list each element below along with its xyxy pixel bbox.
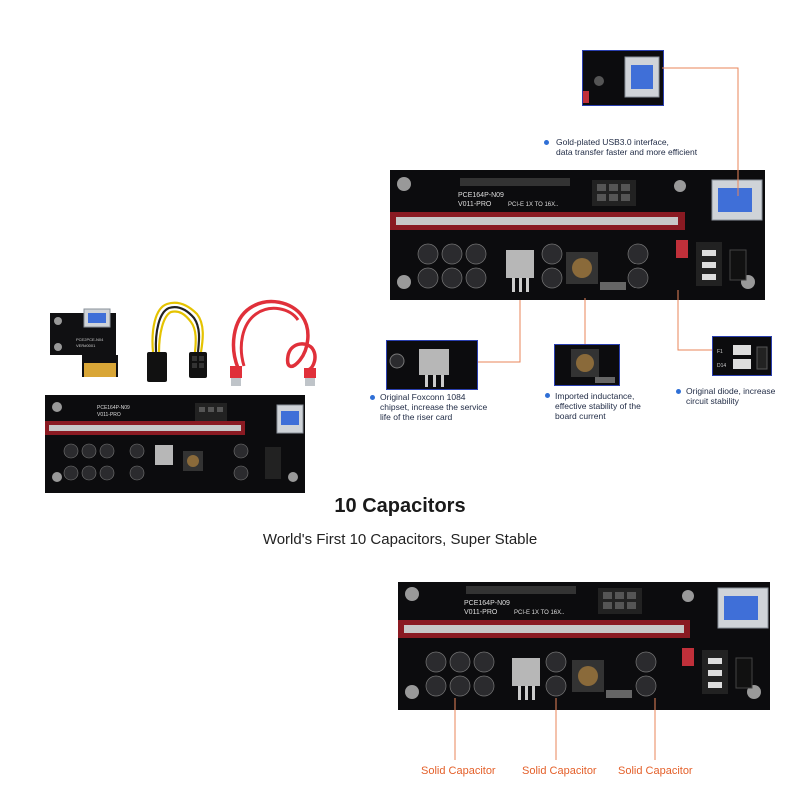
board-desc-text-bottom: PCI-E 1X TO 16X.. (514, 610, 565, 616)
board-version-text-bottom: V011-PRO (464, 609, 498, 616)
chipset-closeup (386, 340, 478, 390)
usb-cable (230, 299, 317, 386)
diode-callout-dot (676, 389, 681, 394)
usb-callout-text: Gold-plated USB3.0 interface, data trans… (556, 137, 698, 157)
chipset-callout-dot (370, 395, 375, 400)
board-model-text-bottom: PCE164P-N09 (464, 600, 510, 607)
diode-callout-text: Original diode, increase circuit stabili… (686, 386, 776, 406)
power-cable (147, 301, 207, 382)
svg-text:F1: F1 (717, 349, 723, 355)
capacitor-label-1: Solid Capacitor (421, 765, 496, 777)
board-version-text: V011-PRO (458, 201, 492, 208)
package-contents: PCE2PCE-N04 VER#0001 PCE164 (40, 295, 380, 495)
chipset-callout-text: Original Foxconn 1084 chipset, increase … (380, 392, 488, 422)
inductor-callout-text: Imported inductance, effective stability… (555, 391, 641, 421)
riser-board-bottom: PCE164P-N09 V011-PRO PCI-E 1X TO 16X.. (398, 582, 770, 710)
capacitor-label-2: Solid Capacitor (522, 765, 597, 777)
section-subtitle: World's First 10 Capacitors, Super Stabl… (262, 531, 538, 548)
usb-port-closeup (582, 50, 664, 106)
riser-board-small: PCE164P-N09 V011-PRO (45, 395, 305, 493)
board-desc-text: PCI-E 1X TO 16X.. (508, 202, 559, 208)
board-version-text-small: V011-PRO (97, 412, 121, 418)
inductor-closeup (554, 344, 620, 386)
capacitor-label-3: Solid Capacitor (618, 765, 693, 777)
adapter-version-text: VER#0001 (76, 343, 96, 348)
inductor-callout-dot (545, 393, 550, 398)
usb-callout-dot (544, 140, 549, 145)
board-model-text-small: PCE164P-N09 (97, 405, 130, 411)
usb-adapter-card: PCE2PCE-N04 VER#0001 (50, 308, 118, 377)
board-model-text: PCE164P-N09 (458, 192, 504, 199)
section-title: 10 Capacitors (334, 495, 466, 517)
adapter-model-text: PCE2PCE-N04 (76, 337, 104, 342)
riser-board-main: PCE164P-N09 V011-PRO PCI-E 1X TO 16X.. (390, 170, 765, 300)
diode-closeup: F1 D14 (712, 336, 772, 376)
svg-text:D14: D14 (717, 363, 726, 369)
